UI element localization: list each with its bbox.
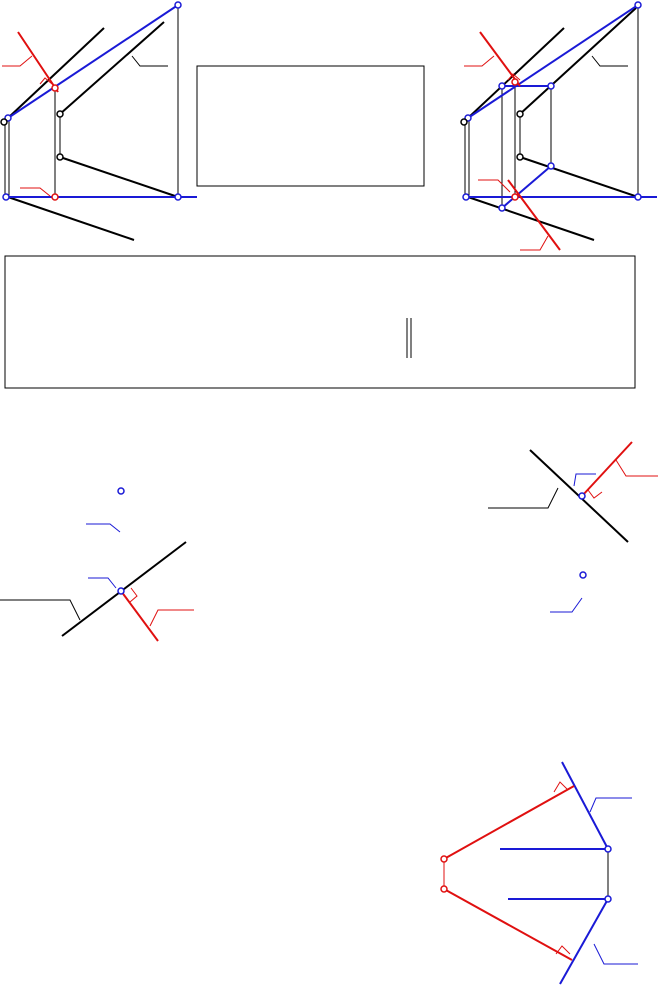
point-marker xyxy=(440,885,448,893)
point-marker xyxy=(498,82,506,90)
point-marker xyxy=(56,153,64,161)
leader-line xyxy=(131,55,168,67)
point-marker xyxy=(174,1,182,9)
leader-line xyxy=(573,473,596,487)
perpendicular-line xyxy=(507,179,561,251)
point-marker xyxy=(0,118,8,126)
point-marker xyxy=(511,193,519,201)
leader-line xyxy=(593,943,638,965)
blank-label-box xyxy=(196,65,425,187)
figure-1 xyxy=(0,1,197,241)
point-marker xyxy=(174,193,182,201)
edge-line xyxy=(7,27,105,119)
point-marker xyxy=(440,855,448,863)
point-marker xyxy=(117,587,125,595)
point-marker xyxy=(634,1,642,9)
leader-line xyxy=(589,797,632,813)
leader-line xyxy=(615,459,658,477)
figure-4 xyxy=(0,487,194,642)
leader-line xyxy=(488,487,559,509)
point-marker xyxy=(547,82,555,90)
perpendicular-line xyxy=(17,31,59,93)
leader-line xyxy=(2,55,33,67)
leader-line xyxy=(86,523,121,533)
point-marker xyxy=(604,845,612,853)
perpendicular-line xyxy=(443,785,575,860)
right-angle-mark xyxy=(129,587,138,603)
point-marker xyxy=(51,84,59,92)
point-marker xyxy=(56,110,64,118)
point-marker xyxy=(462,193,470,201)
figure-2 xyxy=(460,1,657,251)
point-marker xyxy=(604,895,612,903)
point-marker xyxy=(511,78,519,86)
perpendicular-line xyxy=(443,888,573,961)
leader-line xyxy=(20,187,51,197)
edge-line xyxy=(59,21,165,115)
right-angle-mark xyxy=(39,77,53,85)
answer-box xyxy=(4,255,636,389)
point-marker xyxy=(117,487,125,495)
point-marker xyxy=(579,571,587,579)
given-line xyxy=(559,898,609,985)
leader-line xyxy=(0,599,81,621)
leader-line xyxy=(464,55,495,67)
point-marker xyxy=(547,162,555,170)
point-marker xyxy=(578,492,586,500)
solution-line xyxy=(501,165,552,209)
given-line xyxy=(7,4,179,119)
point-marker xyxy=(516,110,524,118)
perpendicular-line xyxy=(581,441,633,497)
leader-line xyxy=(550,597,583,613)
given-line xyxy=(467,4,639,119)
edge-line xyxy=(519,7,637,115)
right-angle-mark xyxy=(555,945,571,955)
leader-line xyxy=(88,577,117,589)
point-marker xyxy=(498,204,506,212)
figure-6 xyxy=(440,761,638,985)
right-angle-mark xyxy=(553,781,569,793)
point-marker xyxy=(51,193,59,201)
perpendicular-line xyxy=(479,31,521,87)
perpendicular-line xyxy=(120,590,159,642)
point-marker xyxy=(634,193,642,201)
point-marker xyxy=(460,118,468,126)
figure-5 xyxy=(488,441,658,613)
figure-3 xyxy=(4,255,636,389)
edge-line xyxy=(467,27,565,119)
edge-line xyxy=(7,196,135,241)
point-marker xyxy=(516,153,524,161)
leader-line xyxy=(591,55,628,67)
point-marker xyxy=(2,193,10,201)
leader-line xyxy=(478,179,511,193)
edge-line xyxy=(467,196,595,241)
leader-line xyxy=(149,609,194,627)
right-angle-mark xyxy=(587,489,603,499)
right-angle-mark xyxy=(507,73,521,81)
leader-line xyxy=(520,235,549,251)
edge-line xyxy=(59,156,179,198)
edge-line xyxy=(519,156,639,198)
given-line xyxy=(561,761,609,850)
